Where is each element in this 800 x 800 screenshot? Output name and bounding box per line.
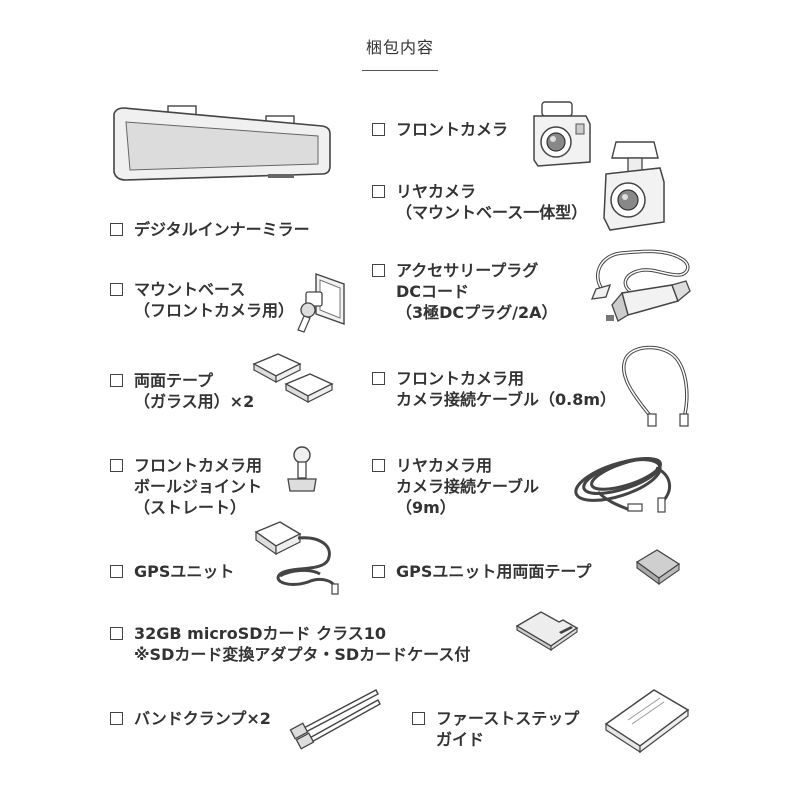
- ball-joint-icon: [282, 445, 322, 497]
- inner-mirror-icon: [108, 102, 336, 182]
- first-step-guide-icon: [598, 684, 692, 758]
- item-label: 両面テープ: [134, 371, 214, 390]
- item-label: ボールジョイント: [134, 477, 263, 496]
- item-label: （マウントベース一体型）: [396, 203, 588, 222]
- page-title: 梱包内容: [365, 38, 434, 57]
- checkbox[interactable]: [110, 223, 123, 236]
- checkbox[interactable]: [110, 283, 123, 296]
- checkbox[interactable]: [110, 374, 123, 387]
- microsd-card-icon: [513, 606, 585, 652]
- item-label: マウントベース: [134, 280, 246, 299]
- checkbox[interactable]: [372, 372, 385, 385]
- checkbox[interactable]: [110, 459, 123, 472]
- item-label: フロントカメラ用: [396, 369, 525, 388]
- item-label: フロントカメラ: [396, 120, 509, 139]
- mount-base-icon: [290, 270, 350, 336]
- item-label: デジタルインナーミラー: [134, 220, 310, 239]
- item-label: ファーストステップ: [436, 709, 580, 728]
- item-label: 32GB microSDカード クラス10: [134, 624, 387, 643]
- checkbox[interactable]: [372, 185, 385, 198]
- item-label: カメラ接続ケーブル: [396, 477, 540, 496]
- rear-camera-icon: [598, 138, 670, 236]
- item-label: ガイド: [436, 730, 485, 749]
- item-label: （3極DCプラグ/2A）: [396, 303, 558, 322]
- item-label: （9m）: [396, 498, 456, 517]
- checkbox[interactable]: [110, 565, 123, 578]
- checkbox[interactable]: [372, 123, 385, 136]
- title-underline: [362, 70, 438, 71]
- gps-unit-icon: [250, 516, 344, 596]
- item-label: フロントカメラ用: [134, 456, 263, 475]
- band-clamp-icon: [289, 686, 381, 750]
- item-label: リヤカメラ用: [396, 456, 493, 475]
- item-label: GPSユニット: [134, 562, 235, 581]
- double-sided-tape-icon: [248, 350, 342, 410]
- checkbox[interactable]: [110, 712, 123, 725]
- item-label: カメラ接続ケーブル（0.8m）: [396, 390, 617, 409]
- checkbox[interactable]: [372, 459, 385, 472]
- item-label: リヤカメラ: [396, 182, 477, 201]
- item-label: ※SDカード変換アダプタ・SDカードケース付: [134, 645, 471, 664]
- item-label: （フロントカメラ用）: [134, 301, 295, 320]
- checkbox[interactable]: [372, 565, 385, 578]
- item-label: バンドクランプ×2: [134, 709, 271, 728]
- item-label: DCコード: [396, 282, 470, 301]
- front-camera-icon: [528, 100, 598, 172]
- item-label: （ガラス用）×2: [134, 392, 255, 411]
- gps-tape-icon: [633, 546, 683, 586]
- checkbox[interactable]: [412, 712, 425, 725]
- accessory-plug-cord-icon: [582, 245, 702, 327]
- long-cable-icon: [568, 440, 686, 516]
- item-label: GPSユニット用両面テープ: [396, 562, 592, 581]
- short-cable-icon: [612, 344, 698, 428]
- checkbox[interactable]: [110, 627, 123, 640]
- checkbox[interactable]: [372, 264, 385, 277]
- item-label: （ストレート）: [134, 498, 247, 517]
- item-label: アクセサリープラグ: [396, 261, 539, 280]
